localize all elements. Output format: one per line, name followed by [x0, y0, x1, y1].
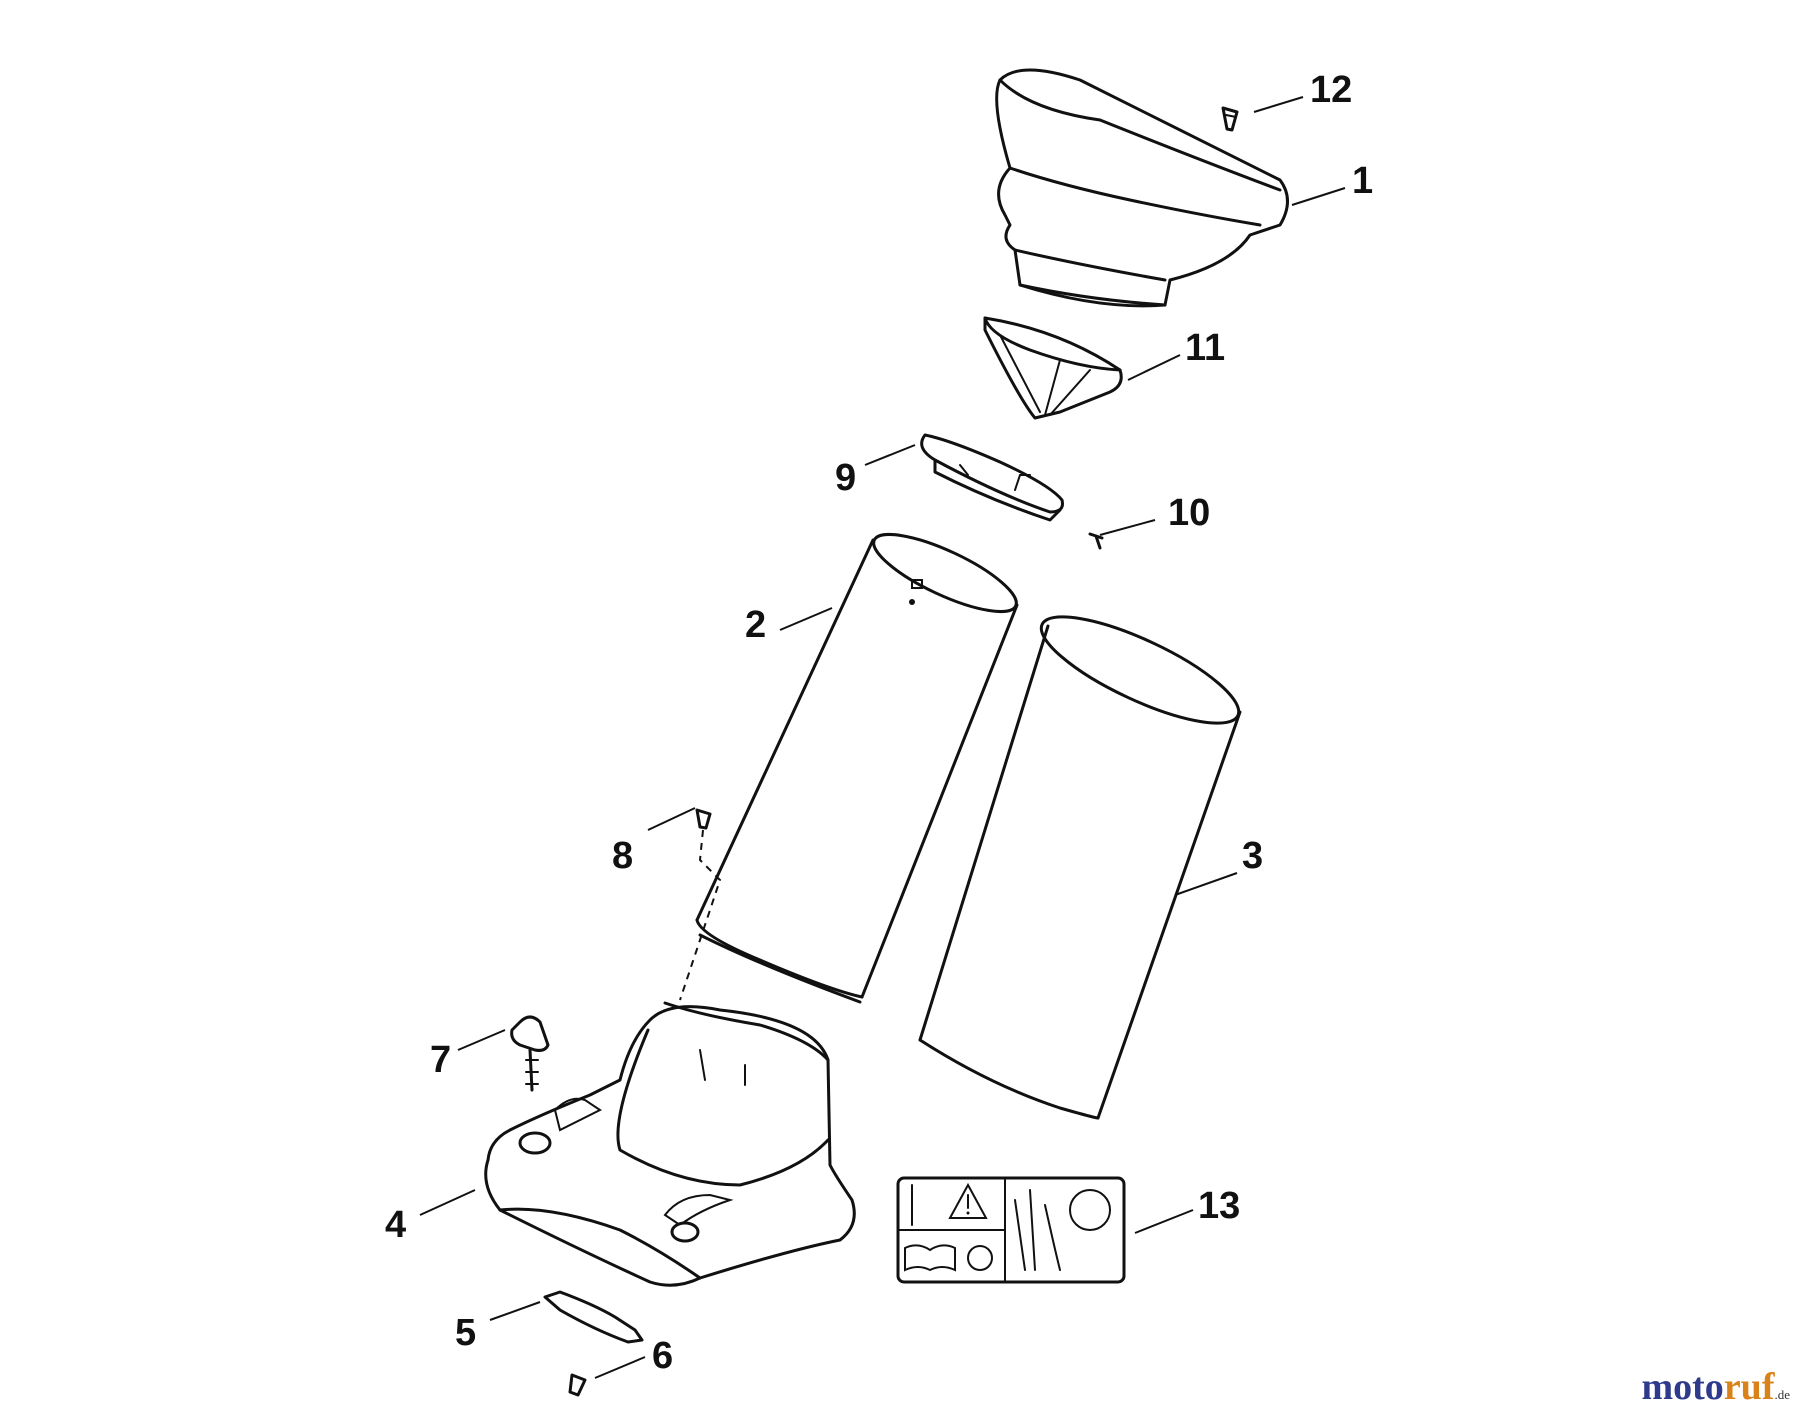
callout-7: 7	[430, 1039, 451, 1081]
callout-11: 11	[1185, 327, 1225, 369]
part-2-tube	[695, 532, 1019, 1004]
watermark-tld: .de	[1774, 1387, 1790, 1402]
watermark-suffix: ruf	[1723, 1366, 1775, 1408]
watermark-logo: motoruf.de	[1642, 1365, 1791, 1409]
part-7-knob	[510, 1015, 550, 1092]
part-4-base	[484, 1001, 856, 1287]
part-11-cone	[983, 316, 1123, 420]
part-1-hopper	[995, 68, 1289, 308]
callout-8: 8	[612, 835, 633, 877]
part-12-screw	[1221, 106, 1239, 132]
callout-3: 3	[1242, 835, 1263, 877]
callout-6: 6	[652, 1335, 673, 1377]
callout-labels: 12 1 11 9 10 2 3 8 7 4 5 6 13	[385, 69, 1373, 1377]
part-13-label	[896, 1176, 1126, 1284]
part-10-screw	[1088, 532, 1104, 550]
callout-10: 10	[1168, 492, 1210, 534]
callout-1: 1	[1352, 160, 1373, 202]
callout-13: 13	[1198, 1185, 1240, 1227]
callout-2: 2	[745, 604, 766, 646]
part-5-blade	[543, 1290, 644, 1344]
callout-4: 4	[385, 1204, 406, 1246]
part-9-clamp-ring	[920, 433, 1064, 522]
watermark-prefix: moto	[1641, 1366, 1724, 1408]
callout-12: 12	[1310, 69, 1352, 111]
part-8-screw	[679, 808, 722, 1001]
leader-lines	[419, 96, 1346, 1379]
callout-5: 5	[455, 1312, 476, 1354]
part-3-bag	[918, 615, 1242, 1120]
part-6-screw	[568, 1373, 587, 1397]
callout-9: 9	[835, 457, 856, 499]
